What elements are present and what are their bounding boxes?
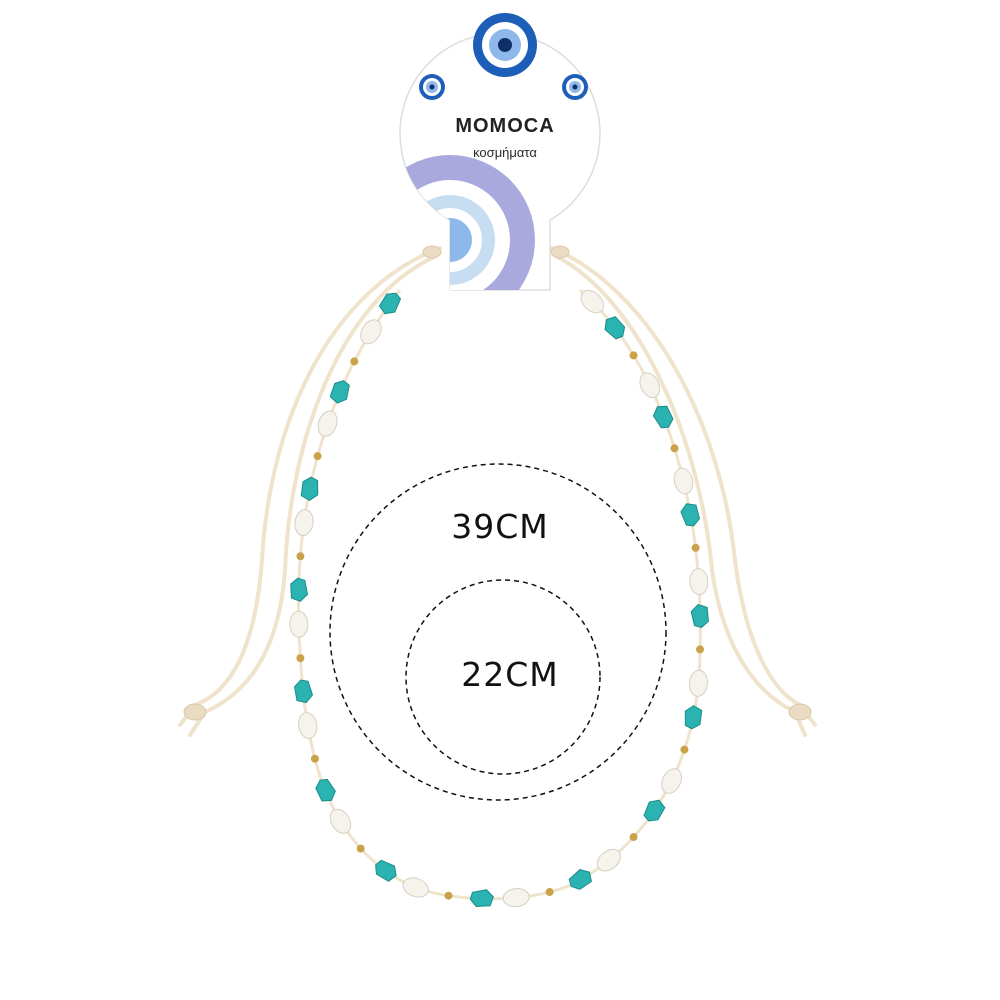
turquoise-bead xyxy=(680,503,700,527)
gold-spacer-bead xyxy=(356,844,365,853)
gold-spacer-bead xyxy=(696,645,704,654)
shell-bead xyxy=(596,848,621,872)
gold-spacer-bead xyxy=(691,543,700,552)
turquoise-bead xyxy=(293,679,314,704)
brand-name: MOMOCA xyxy=(455,115,555,137)
cord-right-2 xyxy=(554,254,797,714)
gold-spacer-bead xyxy=(310,754,319,763)
shell-bead xyxy=(298,712,318,739)
gold-spacer-bead xyxy=(680,745,689,754)
turquoise-bead xyxy=(469,889,494,907)
knot-top-left xyxy=(422,245,442,259)
dimension-circle-outer xyxy=(329,463,667,801)
shell-bead xyxy=(639,372,661,399)
turquoise-bead xyxy=(378,292,402,315)
outer-dimension-label: 39CM xyxy=(451,507,549,546)
turquoise-bead xyxy=(652,405,674,429)
evil-eye-icon-right xyxy=(562,74,588,100)
shell-bead xyxy=(689,568,709,596)
inner-dimension-label: 22CM xyxy=(461,655,559,694)
shell-bead xyxy=(294,509,314,537)
turquoise-bead xyxy=(290,577,309,602)
gold-spacer-bead xyxy=(629,351,638,360)
shell-bead xyxy=(317,410,338,437)
knot-top-right xyxy=(550,245,570,259)
turquoise-bead xyxy=(300,476,319,501)
turquoise-bead xyxy=(329,380,350,404)
shell-bead xyxy=(580,289,604,314)
evil-eye-icon-top xyxy=(473,13,537,77)
dimension-circle-inner xyxy=(405,579,601,775)
turquoise-bead xyxy=(684,705,703,730)
turquoise-bead xyxy=(604,316,626,340)
bead-chain xyxy=(289,289,709,908)
gold-spacer-bead xyxy=(296,654,305,663)
shell-bead xyxy=(661,768,682,794)
shell-bead xyxy=(329,808,352,834)
cord-left-2 xyxy=(203,254,438,714)
shell-bead xyxy=(360,319,382,345)
turquoise-bead xyxy=(375,859,397,882)
turquoise-bead xyxy=(568,869,592,890)
turquoise-bead xyxy=(643,799,666,822)
evil-eye-icon-left xyxy=(419,74,445,100)
shell-bead xyxy=(502,888,530,908)
shell-bead xyxy=(289,610,309,638)
cord-knots xyxy=(183,245,812,721)
knot-end-right xyxy=(788,703,812,721)
gold-spacer-bead xyxy=(545,888,554,896)
shell-bead xyxy=(673,467,694,495)
turquoise-bead xyxy=(690,603,709,629)
gold-spacer-bead xyxy=(444,891,453,900)
gold-spacer-bead xyxy=(629,833,638,841)
gold-spacer-bead xyxy=(296,552,305,561)
shell-bead xyxy=(688,669,708,697)
turquoise-bead xyxy=(315,778,336,802)
gold-spacer-bead xyxy=(313,452,322,461)
gold-spacer-bead xyxy=(670,444,679,453)
gold-spacer-bead xyxy=(350,357,359,366)
cord-right-1 xyxy=(550,246,802,707)
shell-bead xyxy=(402,877,429,898)
cord-left-1 xyxy=(193,246,442,707)
knot-end-left xyxy=(183,703,207,721)
brand-subtitle: κοσμήματα xyxy=(473,145,537,160)
